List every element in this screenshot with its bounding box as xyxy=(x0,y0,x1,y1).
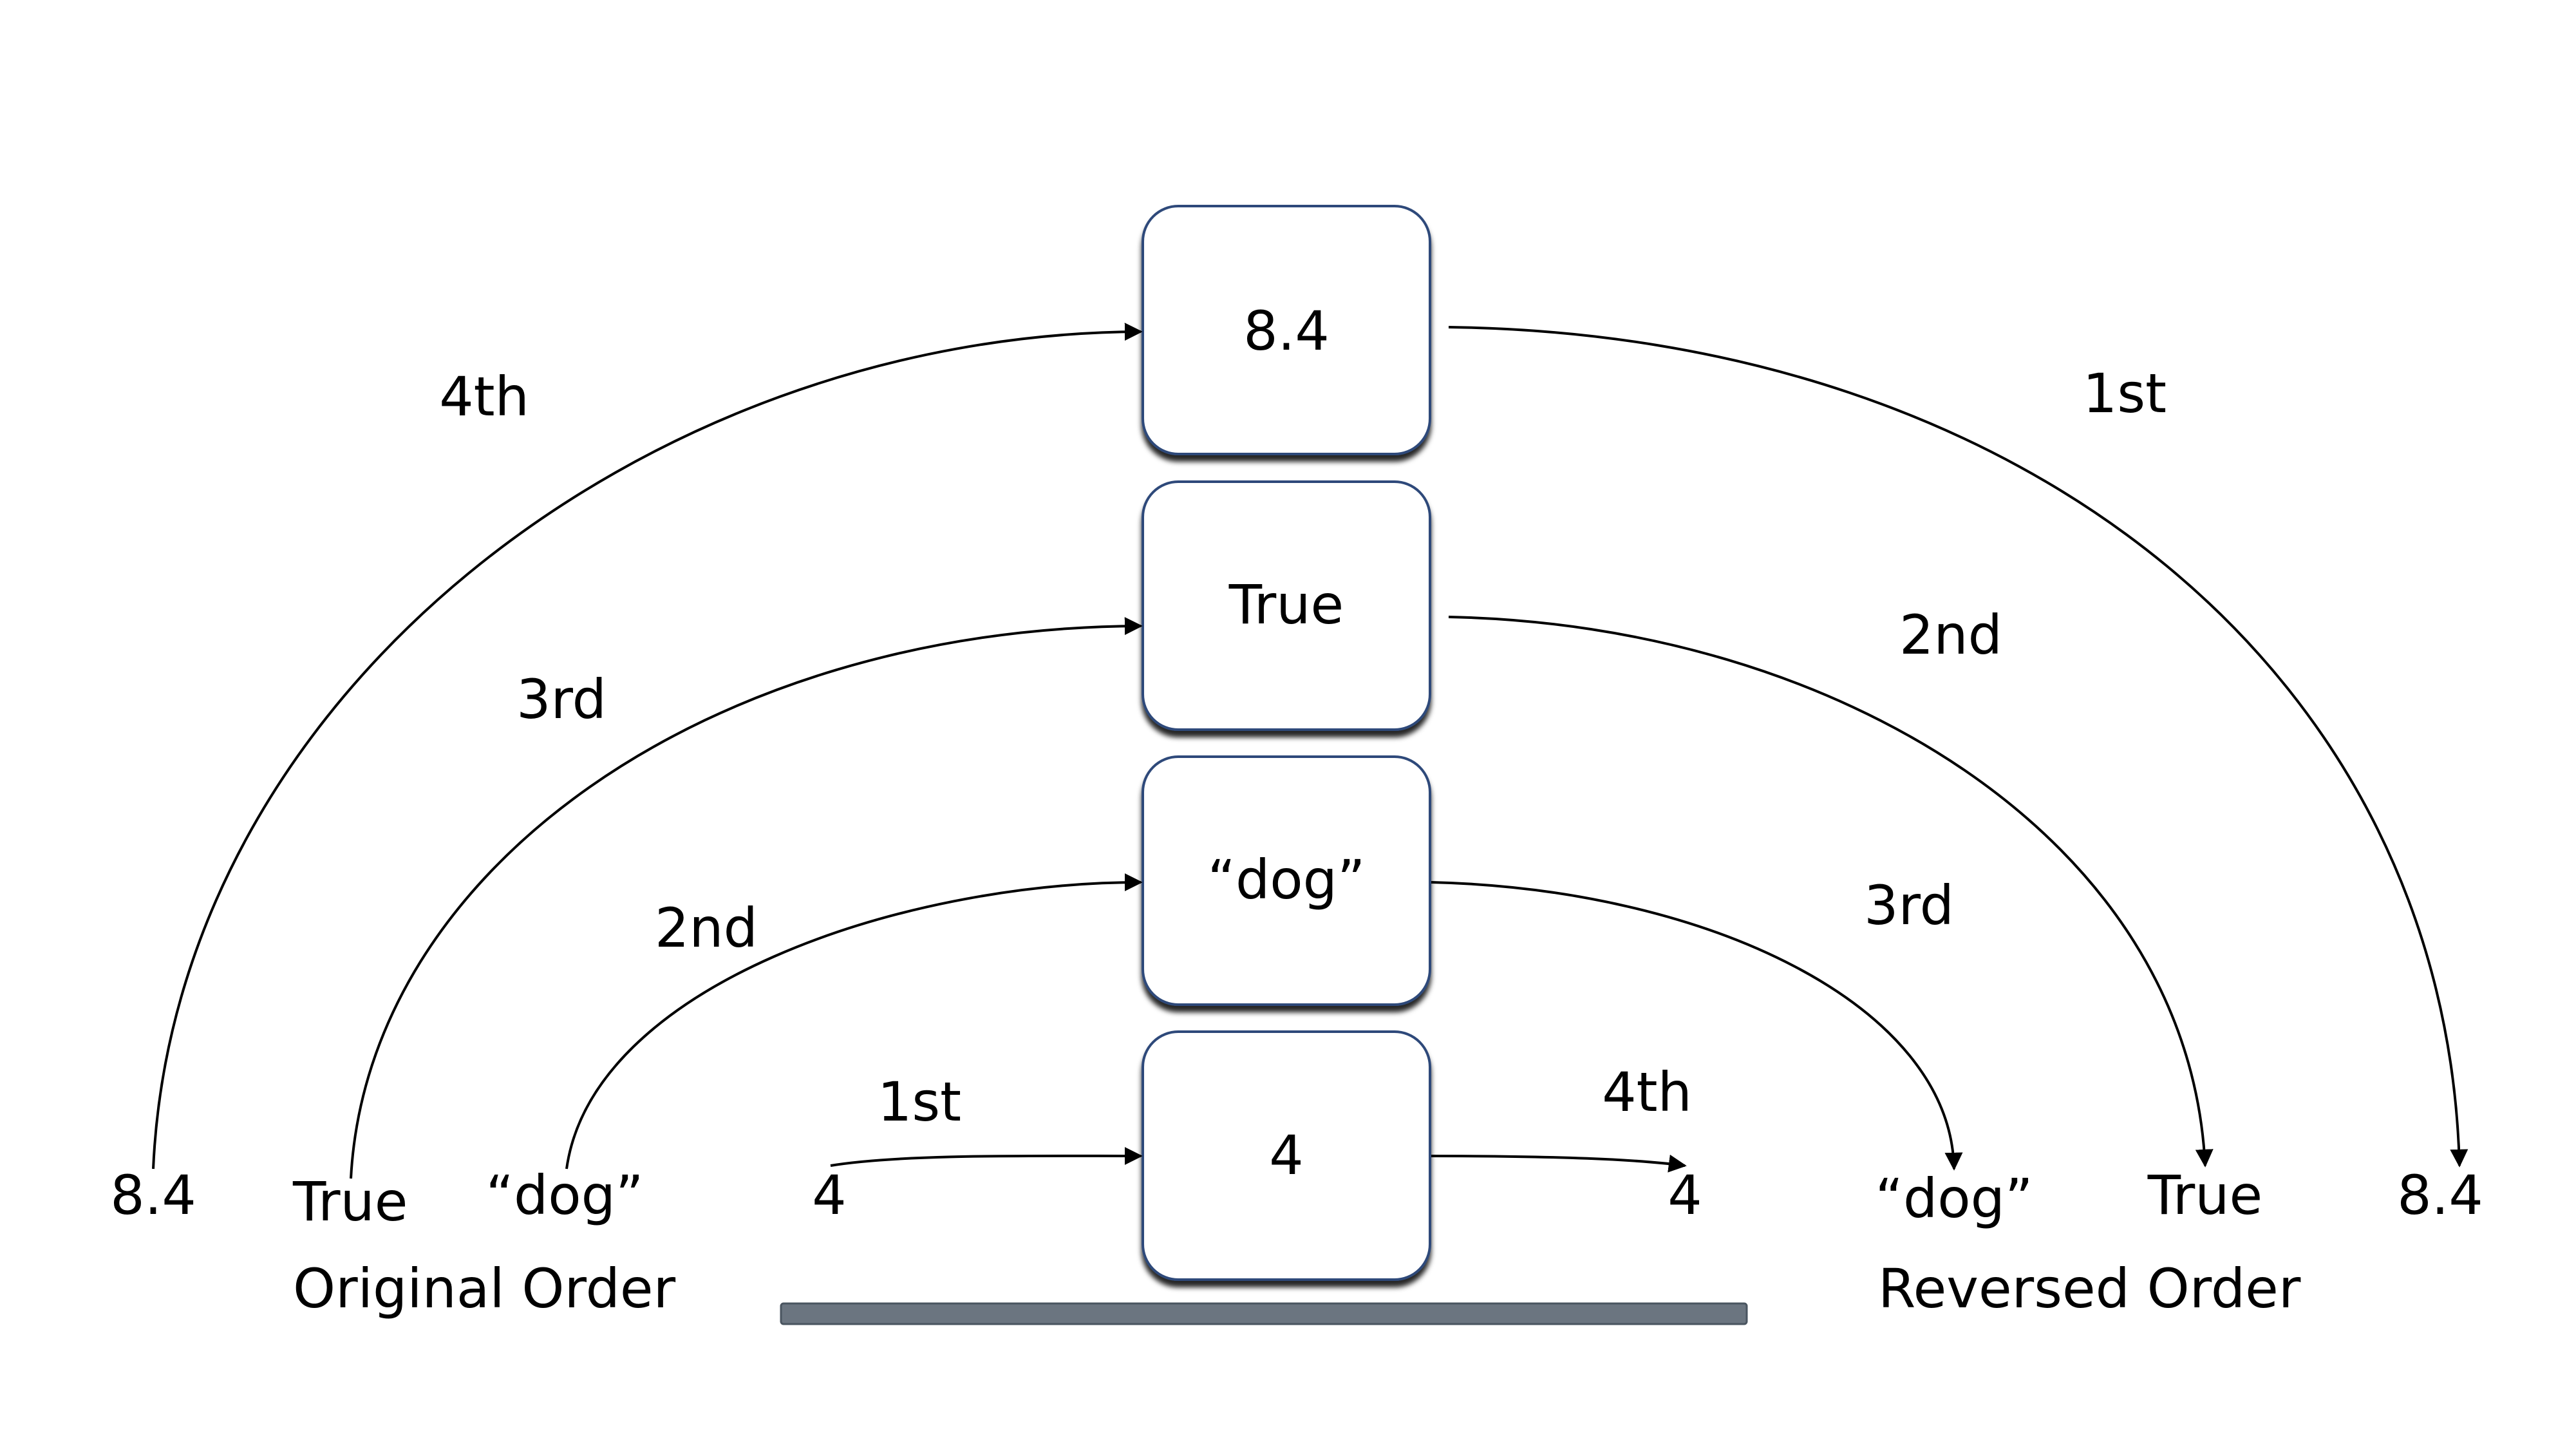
original-value: True xyxy=(292,1170,408,1233)
pop-arrow-3 xyxy=(1431,881,1963,1171)
original-value: 8.4 xyxy=(110,1164,196,1227)
reversed-value: True xyxy=(2147,1164,2262,1227)
original-order-caption: Original Order xyxy=(293,1257,676,1320)
stack-box-label: “dog” xyxy=(1207,848,1365,911)
pop-order-label: 1st xyxy=(2083,362,2167,425)
reversed-order-caption: Reversed Order xyxy=(1878,1257,2301,1320)
push-arrow-4 xyxy=(152,323,1143,1170)
stack-box-1: True xyxy=(1142,480,1431,731)
push-order-label: 3rd xyxy=(516,668,606,731)
stack-box-3: 4 xyxy=(1142,1030,1431,1281)
stack-box-label: 4 xyxy=(1269,1124,1303,1187)
reversed-value: 4 xyxy=(1668,1164,1702,1227)
push-arrow-1 xyxy=(830,1146,1143,1167)
push-order-label: 1st xyxy=(878,1070,961,1133)
pop-arrow-4 xyxy=(1431,1154,1687,1173)
reversed-value: “dog” xyxy=(1875,1167,2033,1230)
stack-box-2: “dog” xyxy=(1142,755,1431,1006)
stack-box-label: True xyxy=(1228,573,1344,636)
stack-box-label: 8.4 xyxy=(1243,299,1330,363)
original-value: “dog” xyxy=(485,1164,643,1227)
pop-arrow-1 xyxy=(1448,326,2468,1168)
original-value: 4 xyxy=(812,1164,846,1227)
stack-base xyxy=(780,1302,1748,1325)
push-order-label: 2nd xyxy=(655,896,758,960)
push-arrow-2 xyxy=(565,873,1143,1170)
pop-arrow-2 xyxy=(1448,616,2214,1168)
stack-box-0: 8.4 xyxy=(1142,205,1431,455)
pop-order-label: 3rd xyxy=(1864,874,1954,937)
push-order-label: 4th xyxy=(439,365,529,428)
pop-order-label: 4th xyxy=(1602,1061,1692,1124)
reversed-value: 8.4 xyxy=(2397,1164,2483,1227)
pop-order-label: 2nd xyxy=(1899,603,2002,667)
push-arrow-3 xyxy=(350,617,1143,1179)
